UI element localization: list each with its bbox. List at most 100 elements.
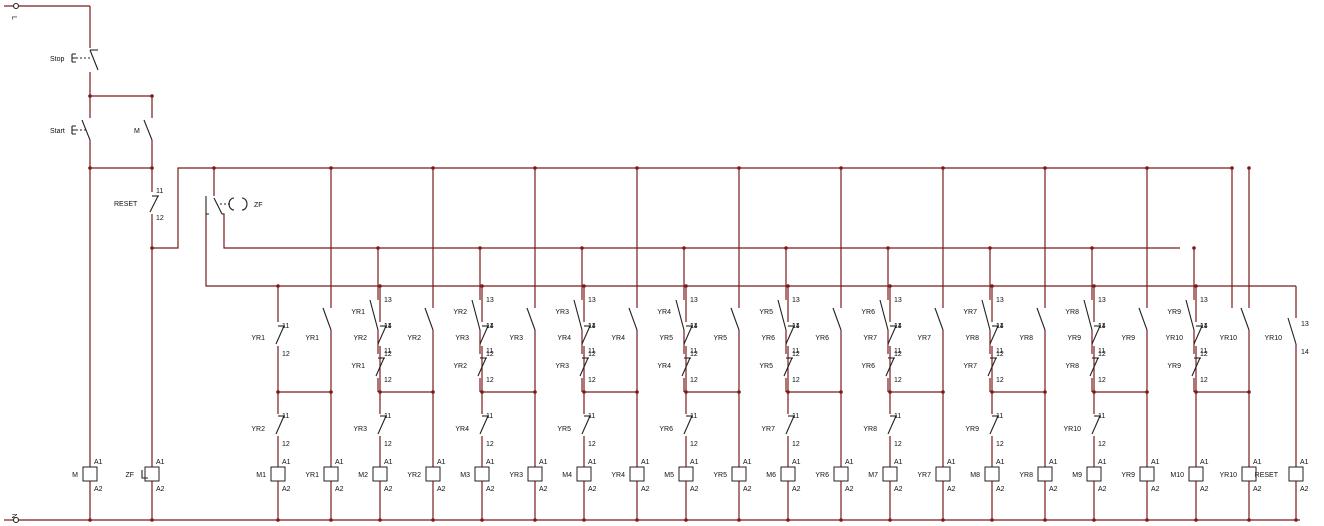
yr-no-contact <box>1185 299 1195 331</box>
contact-blade <box>1287 317 1297 345</box>
junction-dot <box>990 518 994 522</box>
label: YR1 <box>351 363 365 370</box>
label: 14 <box>996 323 1004 330</box>
label: 14 <box>384 323 392 330</box>
label: YR9 <box>965 426 979 433</box>
label: 11 <box>996 413 1003 420</box>
junction-dot <box>378 518 382 522</box>
contact-blade <box>777 299 787 331</box>
label: A2 <box>486 486 495 493</box>
nc-contact <box>989 325 999 345</box>
label: A2 <box>1253 486 1262 493</box>
contact-blade <box>149 195 159 213</box>
push-button-icon <box>71 53 78 63</box>
contact-blade <box>681 357 691 377</box>
label: YR1 <box>305 335 319 342</box>
label: YR2 <box>407 472 421 479</box>
label: 13 <box>792 297 800 304</box>
contact-blade <box>579 357 589 377</box>
timer-contact-stop <box>205 196 209 215</box>
control-contact <box>832 307 842 331</box>
label: A2 <box>156 486 165 493</box>
contact-blade <box>471 299 481 331</box>
coil-m <box>270 466 286 482</box>
coil-m <box>780 466 796 482</box>
label: A2 <box>588 486 597 493</box>
label: A2 <box>539 486 548 493</box>
contact-blade <box>581 325 591 345</box>
contact-blade <box>683 325 693 345</box>
label: Stop <box>50 56 65 63</box>
label: 11 <box>894 323 901 330</box>
label: 12 <box>690 351 698 358</box>
coil-m <box>678 466 694 482</box>
label: 12 <box>588 377 596 384</box>
label: YR7 <box>917 335 931 342</box>
label: A1 <box>1151 459 1160 466</box>
contact-blade <box>987 357 997 377</box>
control-contact <box>1036 307 1046 331</box>
contact-blade <box>581 415 591 435</box>
nc-contact <box>377 415 387 435</box>
label: A1 <box>1300 459 1309 466</box>
nc-contact <box>375 357 385 377</box>
label: 11 <box>894 348 901 355</box>
junction-dot <box>737 518 741 522</box>
label: YR7 <box>963 309 977 316</box>
label: 11 <box>282 323 289 330</box>
label: 11 <box>486 413 493 420</box>
label: YR10 <box>1063 426 1081 433</box>
contact-blade <box>783 357 793 377</box>
label: M4 <box>562 472 572 479</box>
contact-blade <box>1138 307 1148 331</box>
nc-contact <box>683 325 693 345</box>
label: 13 <box>384 297 392 304</box>
junction-dot <box>635 518 639 522</box>
nc-contact <box>479 415 489 435</box>
nc-contact <box>683 415 693 435</box>
label: 11 <box>486 348 493 355</box>
coil-m <box>882 466 898 482</box>
label: YR5 <box>557 426 571 433</box>
label: YR9 <box>1121 335 1135 342</box>
label: 11 <box>1098 348 1105 355</box>
label: 11 <box>384 323 391 330</box>
nc-contact <box>479 325 489 345</box>
coil-yr <box>629 466 645 482</box>
label: 12 <box>1200 377 1208 384</box>
label: A1 <box>1200 459 1209 466</box>
control-contact <box>730 307 740 331</box>
label: 12 <box>1098 351 1106 358</box>
control-contact <box>526 307 536 331</box>
nc-contact <box>785 415 795 435</box>
label: 11 <box>1200 348 1207 355</box>
label: 12 <box>1098 377 1106 384</box>
control-contact <box>424 307 434 331</box>
junction-dot <box>431 518 435 522</box>
contact-blade <box>934 307 944 331</box>
label: A2 <box>690 486 699 493</box>
coil-m <box>82 466 98 482</box>
label: A2 <box>384 486 393 493</box>
label: 13 <box>588 297 596 304</box>
contact-blade <box>887 325 897 345</box>
label: YR7 <box>761 426 775 433</box>
label: 12 <box>690 441 698 448</box>
label: YR8 <box>965 335 979 342</box>
label: A2 <box>743 486 752 493</box>
contact-blade <box>1240 307 1250 331</box>
label: YR2 <box>453 363 467 370</box>
nc-contact <box>581 325 591 345</box>
label: A2 <box>894 486 903 493</box>
coil-m <box>1086 466 1102 482</box>
contact-blade <box>879 299 889 331</box>
label: 13 <box>1301 321 1309 328</box>
label: A2 <box>845 486 854 493</box>
junction-dot <box>1145 518 1149 522</box>
contact-blade <box>1185 299 1195 331</box>
label: A2 <box>94 486 103 493</box>
label: YR2 <box>353 335 367 342</box>
label: YR5 <box>713 472 727 479</box>
control-contact <box>1240 307 1250 331</box>
contact-blade <box>275 415 285 435</box>
